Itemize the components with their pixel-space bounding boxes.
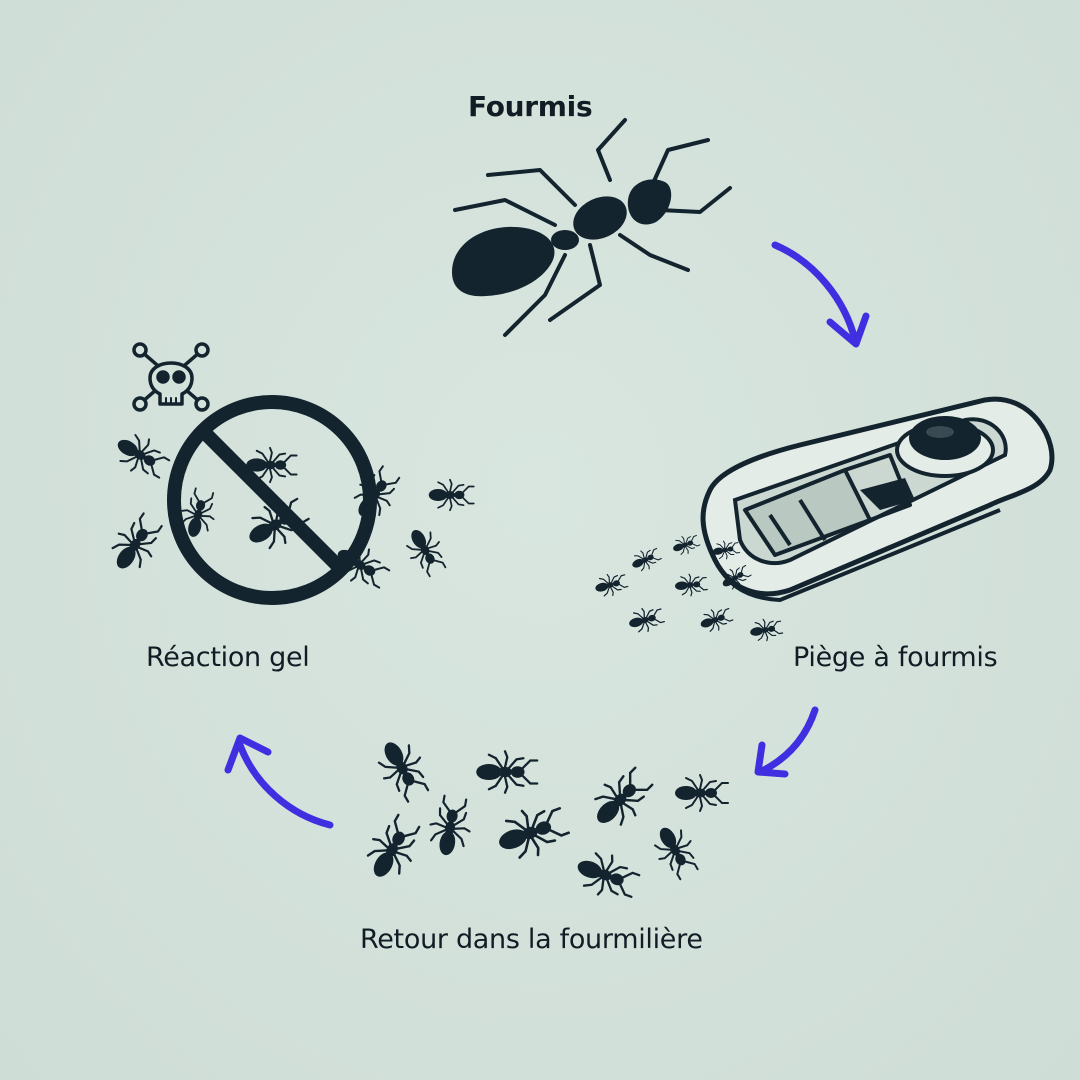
ant-icon xyxy=(452,118,732,337)
arrow-trap-to-nest xyxy=(754,706,819,778)
step-label-nest: Retour dans la fourmilière xyxy=(360,924,703,955)
step-label-gel: Réaction gel xyxy=(146,642,310,673)
ants-at-gel xyxy=(101,425,475,596)
arrow-nest-to-gel xyxy=(224,734,334,829)
prohibited-icon xyxy=(167,395,377,605)
step-label-trap: Piège à fourmis xyxy=(793,642,998,673)
ant-trap-icon xyxy=(700,396,1055,603)
arrow-ants-to-trap xyxy=(771,241,870,348)
skull-crossbones-icon xyxy=(132,342,210,412)
step-label-ants: Fourmis xyxy=(468,90,593,123)
ant-group-icon xyxy=(357,731,729,907)
